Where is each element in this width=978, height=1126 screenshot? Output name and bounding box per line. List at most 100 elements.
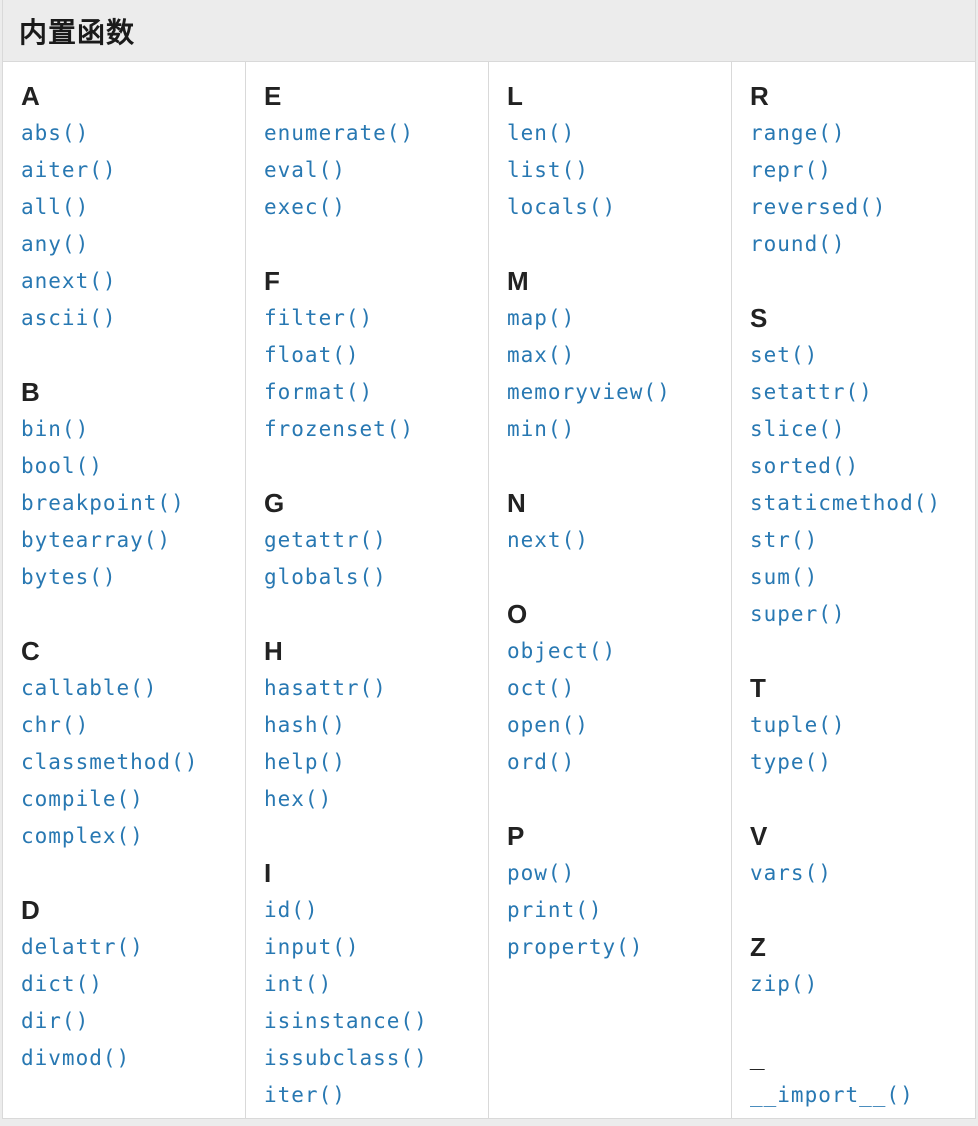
function-link-int[interactable]: int() bbox=[264, 972, 333, 996]
function-link-eval[interactable]: eval() bbox=[264, 158, 346, 182]
function-link-staticmethod[interactable]: staticmethod() bbox=[750, 491, 942, 515]
function-link-float[interactable]: float() bbox=[264, 343, 360, 367]
function-link-format[interactable]: format() bbox=[264, 380, 374, 404]
function-link-zip[interactable]: zip() bbox=[750, 972, 819, 996]
function-link-globals[interactable]: globals() bbox=[264, 565, 387, 589]
function-link-abs[interactable]: abs() bbox=[21, 121, 90, 145]
function-link-exec[interactable]: exec() bbox=[264, 195, 346, 219]
function-link-isinstance[interactable]: isinstance() bbox=[264, 1009, 428, 1033]
function-link-getattr[interactable]: getattr() bbox=[264, 528, 387, 552]
function-link-pow[interactable]: pow() bbox=[507, 861, 576, 885]
function-link-dict[interactable]: dict() bbox=[21, 972, 103, 996]
section-letter: _ bbox=[750, 1043, 765, 1073]
function-link-aiter[interactable]: aiter() bbox=[21, 158, 117, 182]
function-link-input[interactable]: input() bbox=[264, 935, 360, 959]
function-link-vars[interactable]: vars() bbox=[750, 861, 832, 885]
function-link-slice[interactable]: slice() bbox=[750, 417, 846, 441]
function-link-delattr[interactable]: delattr() bbox=[21, 935, 144, 959]
function-link-sum[interactable]: sum() bbox=[750, 565, 819, 589]
page-title: 内置函数 bbox=[19, 16, 136, 48]
function-link-iter[interactable]: iter() bbox=[264, 1083, 346, 1107]
function-link-next[interactable]: next() bbox=[507, 528, 589, 552]
section-letter: F bbox=[264, 266, 280, 296]
function-link-set[interactable]: set() bbox=[750, 343, 819, 367]
section-letter: L bbox=[507, 81, 523, 111]
function-link-__import__[interactable]: __import__() bbox=[750, 1083, 914, 1107]
function-link-len[interactable]: len() bbox=[507, 121, 576, 145]
function-link-super[interactable]: super() bbox=[750, 602, 846, 626]
function-link-hasattr[interactable]: hasattr() bbox=[264, 676, 387, 700]
section-letter: S bbox=[750, 303, 768, 333]
function-link-min[interactable]: min() bbox=[507, 417, 576, 441]
function-link-hex[interactable]: hex() bbox=[264, 787, 333, 811]
function-link-breakpoint[interactable]: breakpoint() bbox=[21, 491, 185, 515]
function-link-complex[interactable]: complex() bbox=[21, 824, 144, 848]
section-letter: P bbox=[507, 821, 525, 851]
function-link-print[interactable]: print() bbox=[507, 898, 603, 922]
function-link-max[interactable]: max() bbox=[507, 343, 576, 367]
function-link-classmethod[interactable]: classmethod() bbox=[21, 750, 199, 774]
function-link-help[interactable]: help() bbox=[264, 750, 346, 774]
function-link-list[interactable]: list() bbox=[507, 158, 589, 182]
function-link-sorted[interactable]: sorted() bbox=[750, 454, 860, 478]
function-link-filter[interactable]: filter() bbox=[264, 306, 374, 330]
section-letter: O bbox=[507, 599, 528, 629]
function-link-setattr[interactable]: setattr() bbox=[750, 380, 873, 404]
function-link-divmod[interactable]: divmod() bbox=[21, 1046, 131, 1070]
function-link-bin[interactable]: bin() bbox=[21, 417, 90, 441]
function-link-hash[interactable]: hash() bbox=[264, 713, 346, 737]
function-link-anext[interactable]: anext() bbox=[21, 269, 117, 293]
function-link-locals[interactable]: locals() bbox=[507, 195, 617, 219]
function-link-range[interactable]: range() bbox=[750, 121, 846, 145]
function-link-any[interactable]: any() bbox=[21, 232, 90, 256]
function-link-bool[interactable]: bool() bbox=[21, 454, 103, 478]
section-letter: T bbox=[750, 673, 766, 703]
function-link-repr[interactable]: repr() bbox=[750, 158, 832, 182]
function-link-tuple[interactable]: tuple() bbox=[750, 713, 846, 737]
function-link-reversed[interactable]: reversed() bbox=[750, 195, 887, 219]
function-link-bytearray[interactable]: bytearray() bbox=[21, 528, 172, 552]
section-letter: C bbox=[21, 636, 40, 666]
section-letter: M bbox=[507, 266, 529, 296]
function-link-memoryview[interactable]: memoryview() bbox=[507, 380, 671, 404]
function-link-oct[interactable]: oct() bbox=[507, 676, 576, 700]
function-link-bytes[interactable]: bytes() bbox=[21, 565, 117, 589]
function-link-round[interactable]: round() bbox=[750, 232, 846, 256]
section-letter: E bbox=[264, 81, 282, 111]
function-link-property[interactable]: property() bbox=[507, 935, 644, 959]
function-link-dir[interactable]: dir() bbox=[21, 1009, 90, 1033]
function-link-compile[interactable]: compile() bbox=[21, 787, 144, 811]
function-link-object[interactable]: object() bbox=[507, 639, 617, 663]
function-link-type[interactable]: type() bbox=[750, 750, 832, 774]
section-letter: I bbox=[264, 858, 272, 888]
section-letter: G bbox=[264, 488, 285, 518]
letter-section-_: _ __import__() bbox=[750, 1040, 969, 1114]
function-link-ascii[interactable]: ascii() bbox=[21, 306, 117, 330]
function-link-map[interactable]: map() bbox=[507, 306, 576, 330]
function-link-ord[interactable]: ord() bbox=[507, 750, 576, 774]
function-link-all[interactable]: all() bbox=[21, 195, 90, 219]
function-link-enumerate[interactable]: enumerate() bbox=[264, 121, 415, 145]
function-link-callable[interactable]: callable() bbox=[21, 676, 158, 700]
function-link-str[interactable]: str() bbox=[750, 528, 819, 552]
function-link-chr[interactable]: chr() bbox=[21, 713, 90, 737]
function-link-issubclass[interactable]: issubclass() bbox=[264, 1046, 428, 1070]
function-link-open[interactable]: open() bbox=[507, 713, 589, 737]
function-link-frozenset[interactable]: frozenset() bbox=[264, 417, 415, 441]
function-link-id[interactable]: id() bbox=[264, 898, 319, 922]
